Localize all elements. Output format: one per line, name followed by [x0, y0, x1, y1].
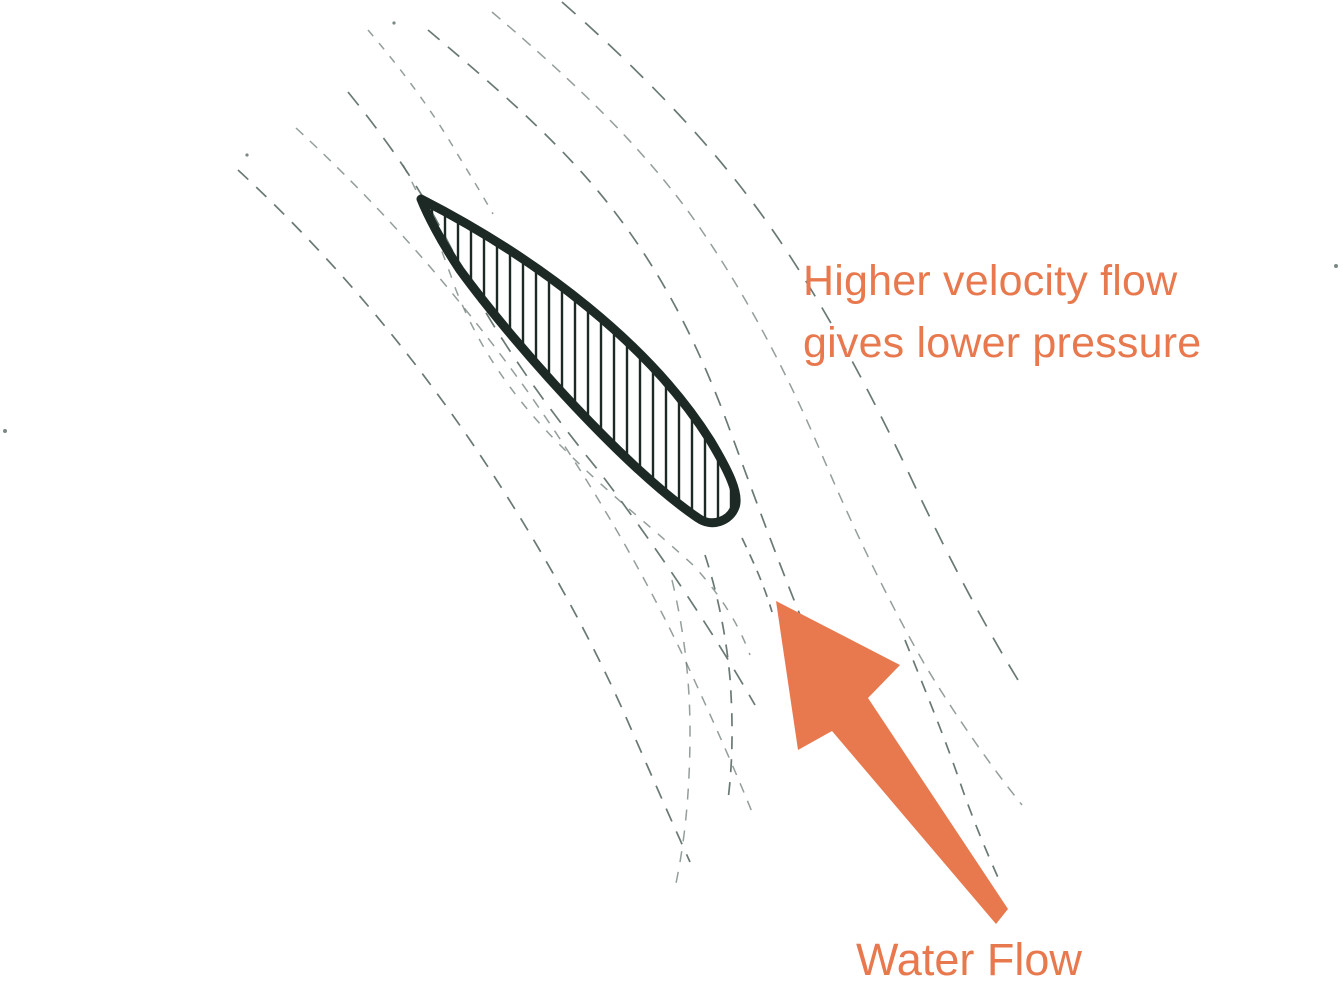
flow-streamlines [3, 1, 1338, 889]
hydrofoil-cross-section [416, 194, 741, 528]
pressure-annotation-line2: gives lower pressure [803, 319, 1202, 367]
hydrofoil-outline [416, 194, 741, 528]
water-flow-label: Water Flow [856, 934, 1082, 981]
water-flow-arrow [776, 601, 1008, 924]
pressure-annotation-line1: Higher velocity flow [803, 257, 1178, 305]
pressure-annotation: Higher velocity flow gives lower pressur… [803, 250, 1201, 374]
